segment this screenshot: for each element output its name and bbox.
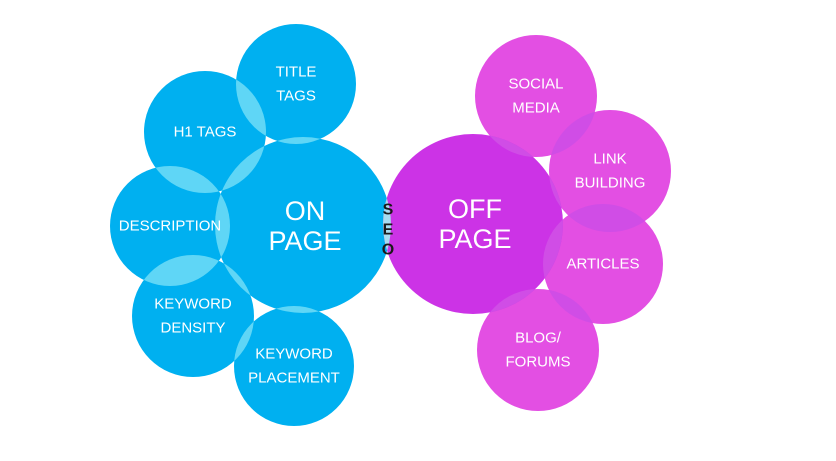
on-page-keyword-density-label: KEYWORD DENSITY <box>154 296 232 337</box>
on-page-description-label-line: DESCRIPTION <box>119 218 222 235</box>
on-page-keyword-placement-label-line: KEYWORD <box>255 346 333 363</box>
seo-letter: O <box>382 242 394 259</box>
off-page-hub-label-line: PAGE <box>438 224 511 254</box>
on-page-title-tags-label-line: TITLE <box>276 64 317 81</box>
on-page-keyword-density-label-line: DENSITY <box>160 320 225 337</box>
on-page-keyword-placement-circle <box>234 306 354 426</box>
off-page-link-building-circle <box>549 110 671 232</box>
on-page-hub-label-line: PAGE <box>268 226 341 256</box>
on-page-h1-tags-circle <box>144 71 266 193</box>
off-page-blog-forums-label: BLOG/FORUMS <box>506 330 571 371</box>
off-page-articles-label: ARTICLES <box>566 256 639 273</box>
on-page-title-tags-label-line: TAGS <box>276 88 316 105</box>
on-page-keyword-placement-label-line: PLACEMENT <box>248 370 340 387</box>
on-page-h1-tags-label-line: H1 TAGS <box>174 124 237 141</box>
off-page-social-media-label: SOCIAL MEDIA <box>508 76 563 117</box>
off-page-hub-circle <box>383 134 563 314</box>
seo-letter: E <box>383 222 394 239</box>
on-page-hub-label-line: ON <box>285 196 326 226</box>
off-page-social-media-circle <box>475 35 597 157</box>
off-page-articles-label-line: ARTICLES <box>566 256 639 273</box>
off-page-hub-label-line: OFF <box>448 194 502 224</box>
on-page-title-tags-circle <box>236 24 356 144</box>
off-page-social-media-label-line: MEDIA <box>512 100 560 117</box>
on-page-h1-tags-label: H1 TAGS <box>174 124 237 141</box>
off-page-social-media-label-line: SOCIAL <box>508 76 563 93</box>
off-page-blog-forums-label-line: FORUMS <box>506 354 571 371</box>
on-page-keyword-placement-label: KEYWORD PLACEMENT <box>248 346 340 387</box>
off-page-articles-circle <box>543 204 663 324</box>
off-page-link-building-label-line: BUILDING <box>575 175 646 192</box>
off-page-blog-forums-label-line: BLOG/ <box>515 330 562 347</box>
on-page-title-tags-label: TITLE TAGS <box>276 64 317 105</box>
off-page-blog-forums-circle <box>477 289 599 411</box>
off-page-link-building-label: LINK BUILDING <box>575 151 646 192</box>
off-page-link-building-label-line: LINK <box>593 151 626 168</box>
on-page-hub-circle <box>215 137 391 313</box>
on-page-keyword-density-label-line: KEYWORD <box>154 296 232 313</box>
seo-letter: S <box>383 202 394 219</box>
on-page-description-label: DESCRIPTION <box>119 218 222 235</box>
